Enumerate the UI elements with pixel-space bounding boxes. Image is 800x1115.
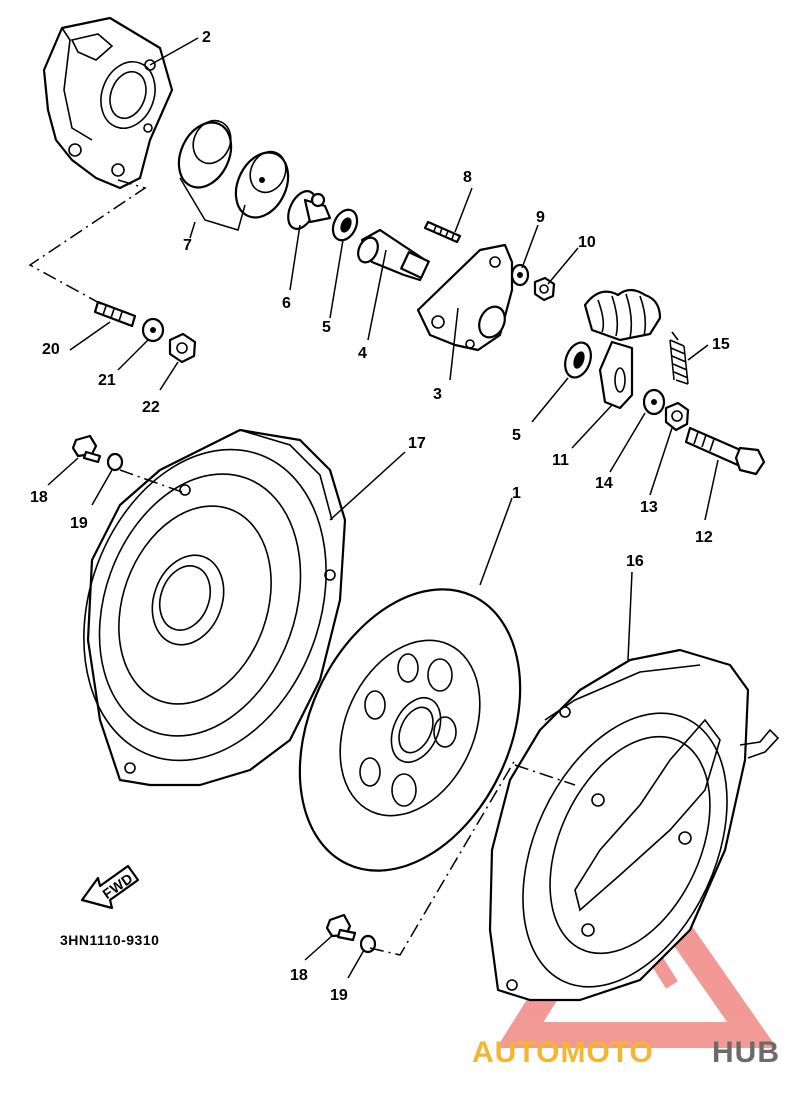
callout-17: 17 xyxy=(408,435,426,452)
callout-8: 8 xyxy=(463,169,472,186)
watermark-brand: AUTOMOTO HUB xyxy=(472,1036,780,1069)
callout-18-upper: 18 xyxy=(30,489,48,506)
part-stud-20 xyxy=(93,300,137,328)
part-brake-housing xyxy=(488,648,780,1002)
part-washer-14 xyxy=(642,388,666,416)
watermark-brand-gray: HUB xyxy=(712,1036,780,1069)
part-washer-19-lower xyxy=(359,934,377,954)
callout-11: 11 xyxy=(552,452,569,469)
callout-9: 9 xyxy=(536,209,545,226)
callout-4: 4 xyxy=(358,345,367,362)
callout-19-lower: 19 xyxy=(330,987,348,1004)
part-bolt-12 xyxy=(684,426,766,476)
callout-20: 20 xyxy=(42,341,60,358)
callout-14: 14 xyxy=(595,475,613,492)
part-knuckle-bracket xyxy=(42,16,174,190)
callout-18-lower: 18 xyxy=(290,967,308,984)
part-washer-19-upper xyxy=(106,452,124,472)
part-nut-13 xyxy=(664,401,690,432)
part-seal-lower xyxy=(564,341,592,379)
callout-13: 13 xyxy=(640,499,658,516)
part-stud xyxy=(423,220,462,244)
callout-3: 3 xyxy=(433,386,442,403)
part-caliper-cover xyxy=(416,243,514,352)
callout-6: 6 xyxy=(282,295,291,312)
callout-2: 2 xyxy=(202,29,211,46)
callout-10: 10 xyxy=(578,234,596,251)
part-brake-pads xyxy=(177,119,290,219)
part-return-spring xyxy=(669,331,689,385)
callout-5-upper: 5 xyxy=(322,319,331,336)
callout-19-upper: 19 xyxy=(70,515,88,532)
callout-numbers: 2 7 6 5 4 8 3 9 10 15 5 11 14 13 12 17 1… xyxy=(30,29,730,1004)
callout-16: 16 xyxy=(626,553,644,570)
diagram-code: 3HN1110-9310 xyxy=(60,932,159,948)
part-brake-lever xyxy=(583,288,662,410)
part-piston xyxy=(287,190,332,230)
callout-12: 12 xyxy=(695,529,713,546)
part-cam-shaft xyxy=(357,228,430,282)
callout-1: 1 xyxy=(512,485,521,502)
callout-7: 7 xyxy=(183,237,192,254)
part-seal-upper xyxy=(331,208,359,242)
callout-15: 15 xyxy=(712,336,730,353)
part-cover-plate xyxy=(83,428,347,787)
part-brake-disc xyxy=(298,588,522,872)
fwd-direction-arrow: FWD xyxy=(80,864,140,910)
part-screw-18-upper xyxy=(71,434,102,464)
part-washer-9 xyxy=(510,263,530,287)
part-nut-22 xyxy=(168,332,197,364)
callout-22: 22 xyxy=(142,399,160,416)
watermark-brand-orange: AUTOMOTO xyxy=(472,1036,654,1069)
callout-21: 21 xyxy=(98,372,116,389)
callout-5-lower: 5 xyxy=(512,427,521,444)
leader-lines xyxy=(28,37,719,979)
part-washer-21 xyxy=(141,317,165,343)
part-screw-18-lower xyxy=(325,913,357,942)
